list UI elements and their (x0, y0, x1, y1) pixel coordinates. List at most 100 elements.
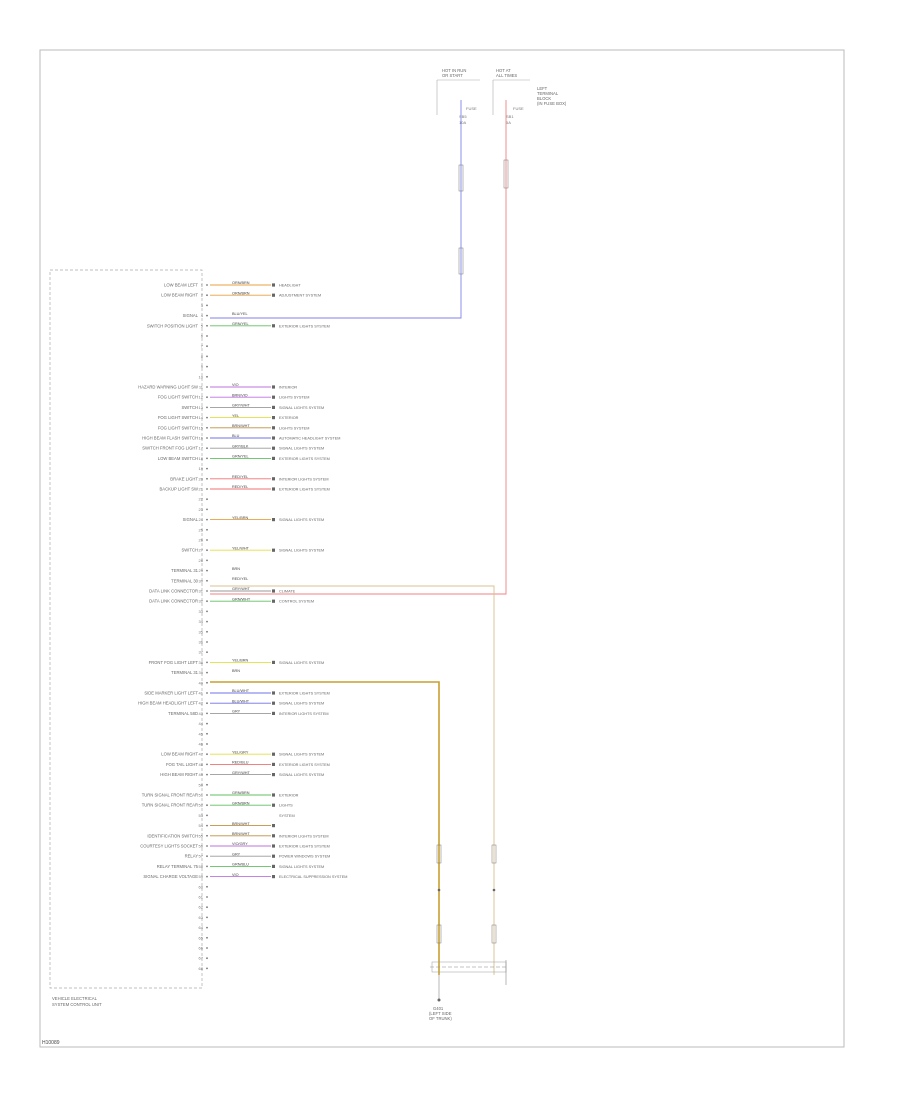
wire-color-code: GRN/WHT (232, 597, 251, 601)
connector-ground-b1 (491, 844, 497, 864)
pin-label: TURN SIGNAL FRONT REAR (142, 793, 198, 798)
pin-terminal (206, 284, 208, 286)
wire-color-code: GRN/BRN (232, 801, 250, 805)
pin-number: 68 (199, 966, 204, 971)
pin-label: SWITCH (181, 405, 198, 410)
destination-label: CONTROL SYSTEM (279, 600, 314, 604)
ground-label-line3: OF TRUNK) (429, 1016, 452, 1021)
pin-number: 41 (199, 691, 204, 696)
wire-color-code: GRY/WHT (232, 587, 251, 591)
pin-number: 21 (199, 487, 204, 492)
destination-label: EXTERIOR (279, 416, 299, 420)
pin-label: BACKUP LIGHT SW (160, 487, 199, 492)
fuse-right-label-line1: HOT AT (496, 68, 511, 73)
fuse-right-text-1: FUSE (513, 106, 524, 111)
connector-pin (272, 834, 275, 838)
pin-terminal (206, 620, 208, 623)
pin-label: RELAY TERMINAL 75 (157, 864, 199, 869)
destination-label: SIGNAL LIGHTS SYSTEM (279, 406, 324, 410)
destination-label: LIGHTS SYSTEM (279, 396, 309, 400)
destination-label: INTERIOR LIGHTS SYSTEM (279, 712, 329, 716)
connector-pin (272, 436, 275, 440)
pin-terminal (206, 630, 208, 633)
module-label-line2: SYSTEM CONTROL UNIT (52, 1002, 102, 1007)
pin-number: 9 (201, 364, 204, 369)
pin-row: 37 (199, 650, 208, 655)
pin-number: 51 (199, 793, 204, 798)
wire-color-code: YEL/GRY (232, 750, 249, 754)
destination-label: EXTERIOR (279, 794, 299, 798)
pin-terminal (206, 528, 208, 531)
splice-a (437, 888, 441, 892)
pin-number: 33 (199, 609, 204, 614)
pin-terminal (206, 467, 208, 470)
pin-number: 18 (199, 456, 204, 461)
pin-terminal (206, 600, 208, 603)
pin-number: 30 (199, 578, 204, 583)
connector-pin (272, 854, 275, 858)
connector-pin (272, 793, 275, 797)
pin-terminal (206, 834, 208, 837)
fuse-left-label-line2: OR START (442, 73, 463, 78)
wire-color-code: BLU/WHT (232, 699, 250, 703)
pin-terminal (206, 579, 208, 582)
control-unit-outline (49, 269, 203, 989)
pin-number: 44 (199, 721, 204, 726)
pin-terminal (206, 386, 208, 388)
pin-label: BRAKE LIGHT (170, 476, 198, 481)
pin-terminal (206, 896, 208, 898)
pin-number: 35 (199, 629, 204, 634)
wire-color-code: YEL (232, 414, 239, 418)
pin-label: FRONT FOG LIGHT LEFT (149, 660, 199, 665)
connector-pin (272, 762, 275, 766)
pin-number: 47 (199, 752, 204, 757)
connector-ground-a1 (436, 844, 442, 864)
pin-label: SIGNAL CHARGE VOLTAGE (143, 874, 198, 879)
connector-pin (272, 864, 275, 868)
pin-terminal (206, 477, 208, 480)
connector-pin (272, 405, 275, 409)
pin-row: 61 (199, 895, 208, 900)
pin-row: 34 (199, 619, 208, 624)
wire-color-code: GRN/BLU (232, 863, 249, 867)
pin-label: SWITCH (181, 548, 198, 553)
pin-number: 61 (199, 895, 204, 900)
fuse-right-label-group: HOT AT ALL TIMES (496, 68, 517, 78)
connector-pin (272, 487, 275, 491)
pin-label: FOG LIGHT SWITCH (158, 425, 198, 430)
pin-row: 50 (199, 782, 208, 787)
pin-label: FOG TAIL LIGHT (166, 762, 198, 767)
terminal-block-label-line4: (IN FUSE BOX) (537, 101, 567, 106)
pin-terminal (206, 712, 208, 715)
pin-label: LOW BEAM RIGHT (161, 293, 198, 298)
pin-number: 5 (201, 323, 204, 328)
destination-label: SIGNAL LIGHTS SYSTEM (279, 518, 324, 522)
destination-label: INTERIOR (279, 386, 297, 390)
pin-number: 38 (199, 660, 204, 665)
pin-row: 35 (199, 629, 208, 634)
connector-pin (272, 283, 275, 287)
connector-pin (272, 416, 275, 420)
connector-pin (272, 599, 275, 603)
destination-label: SIGNAL LIGHTS SYSTEM (279, 865, 324, 869)
pin-terminal (206, 783, 208, 786)
pin-number: 55 (199, 833, 204, 838)
wire-color-code: GRY (232, 852, 241, 856)
